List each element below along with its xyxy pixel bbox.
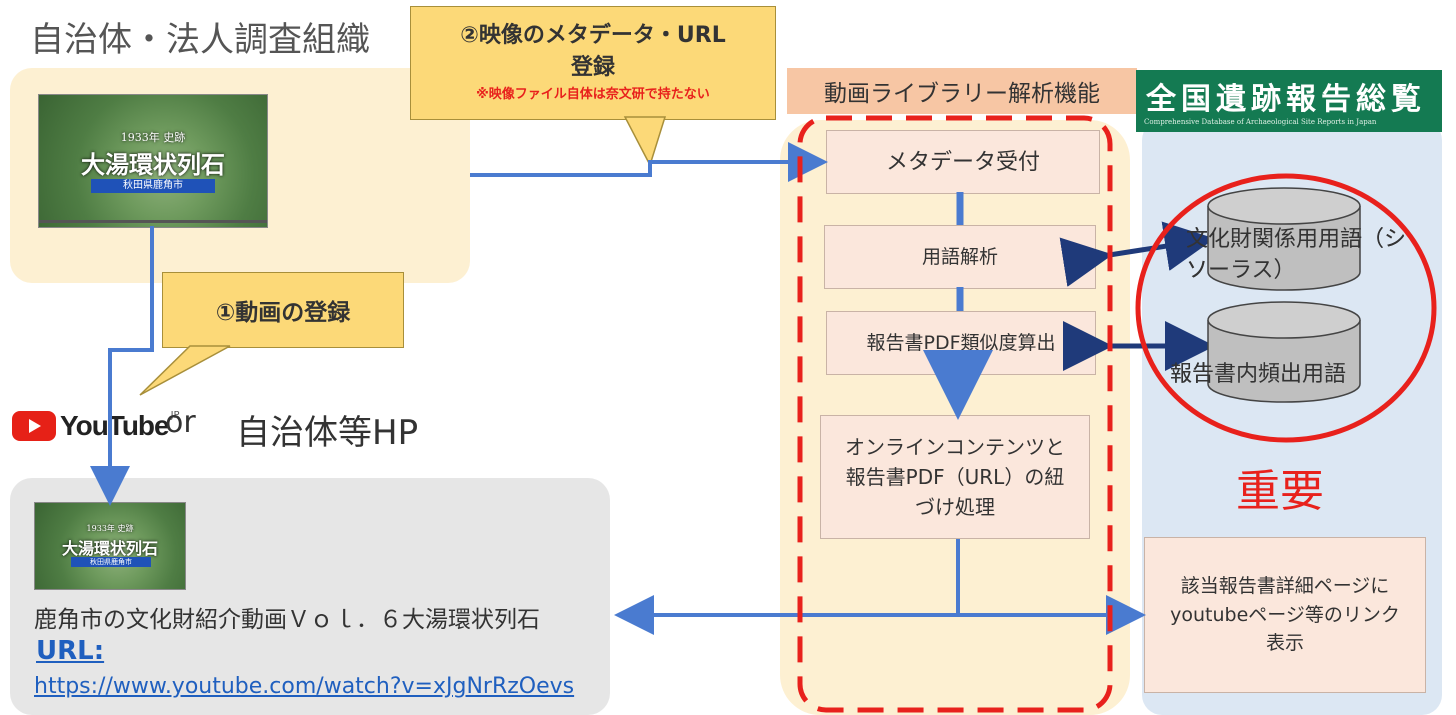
zenkoku-logo: 全国遺跡報告総覧 Comprehensive Database of Archa… <box>1136 70 1442 132</box>
step1-label: ①動画の登録 <box>215 300 351 326</box>
video-thumbnail-large[interactable]: 1933年 史跡 大湯環状列石 秋田県鹿角市 <box>38 94 268 228</box>
step1-callout: ①動画の登録 <box>162 272 404 348</box>
step2-note: ※映像ファイル自体は奈文研で持たない <box>476 87 710 102</box>
step-linking: オンラインコンテンツと報告書PDF（URL）の紐づけ処理 <box>820 415 1090 539</box>
step-metadata-receive: メタデータ受付 <box>826 130 1100 194</box>
thumb-small-line1: 1933年 史跡 <box>86 524 134 533</box>
frequent-terms-db-label-top: 報告書内頻出用語 <box>1170 362 1347 387</box>
video-url-link[interactable]: https://www.youtube.com/watch?v=xJgNrRzO… <box>34 674 575 699</box>
step2-title-line2: 登録 <box>570 55 615 80</box>
play-icon <box>12 411 56 441</box>
zenkoku-title: 全国遺跡報告総覧 <box>1146 82 1426 117</box>
url-label: URL: <box>36 636 105 666</box>
metadata-arrow <box>470 142 828 182</box>
youtube-jp: JP <box>170 410 180 421</box>
video-title: 鹿角市の文化財紹介動画Ｖｏｌ．６大湯環状列石 <box>34 607 540 633</box>
thumb-small-line2: 大湯環状列石 <box>61 539 158 558</box>
step-term-analysis: 用語解析 <box>824 225 1096 289</box>
thumb-line1: 1933年 史跡 <box>120 131 186 144</box>
thumb-small-line3: 秋田県鹿角市 <box>71 557 151 567</box>
result-detail-page: 該当報告書詳細ページにyoutubeページ等のリンク表示 <box>1144 537 1426 693</box>
step-pdf-similarity: 報告書PDF類似度算出 <box>826 311 1096 375</box>
thesaurus-db-label-top: 文化財関係用用語（シソーラス） <box>1186 227 1407 283</box>
step2-pointer <box>623 116 667 167</box>
step1-pointer <box>139 345 231 396</box>
zenkoku-subtitle: Comprehensive Database of Archaeological… <box>1144 118 1377 126</box>
step2-title-line1: ②映像のメタデータ・URL <box>460 23 726 48</box>
library-label: 動画ライブラリー解析機能 <box>787 68 1137 114</box>
org-title: 自治体・法人調査組織 <box>30 20 370 60</box>
youtube-wordmark: YouTube <box>60 410 170 441</box>
hp-text: 自治体等HP <box>236 413 419 453</box>
youtube-logo: YouTube JP <box>12 408 180 444</box>
video-thumbnail-small[interactable]: 1933年 史跡 大湯環状列石 秋田県鹿角市 <box>34 502 186 590</box>
thumb-line2: 大湯環状列石 <box>81 150 225 179</box>
or-text: or <box>165 405 196 440</box>
video-progress-bar <box>39 220 267 223</box>
step2-callout: ②映像のメタデータ・URL 登録 ※映像ファイル自体は奈文研で持たない <box>410 6 776 120</box>
important-label: 重要 <box>1236 466 1324 517</box>
thumb-line3: 秋田県鹿角市 <box>91 179 215 193</box>
